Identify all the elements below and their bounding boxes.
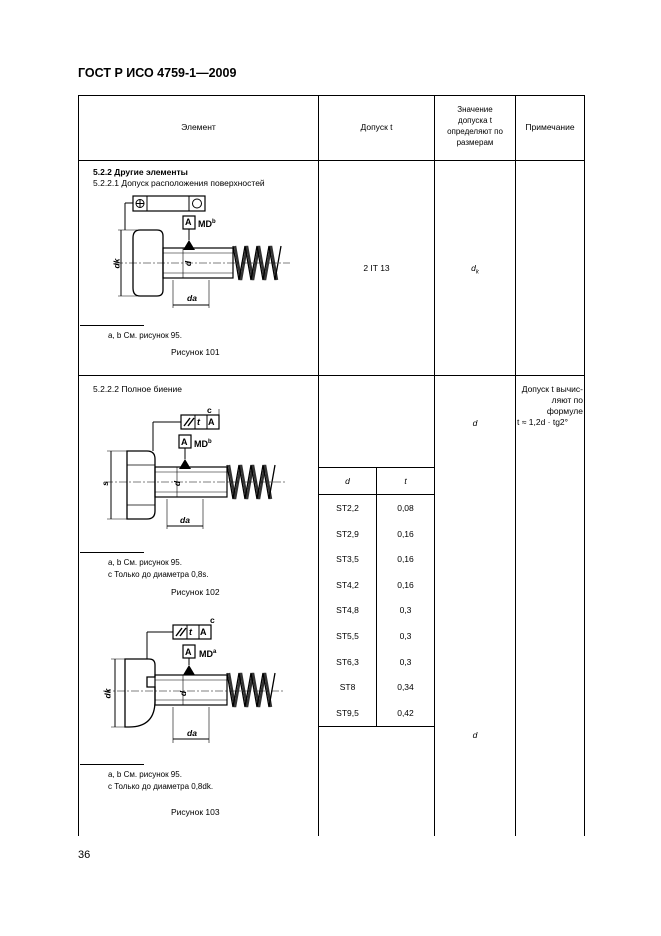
fig102-dim-da: da bbox=[180, 515, 190, 525]
fig102-md-label: MD bbox=[194, 439, 208, 449]
fig103-dim-da: da bbox=[187, 728, 197, 738]
note-line-2: ляют по формуле bbox=[546, 395, 583, 416]
size-cell-t: 0,3 bbox=[399, 605, 412, 616]
fig102-md: MDb bbox=[194, 437, 212, 450]
fig103-datum: A bbox=[185, 647, 192, 657]
col-header-note: Примечание bbox=[525, 122, 575, 132]
table-row-divider bbox=[78, 375, 585, 376]
col-header-value-line3: определяют по bbox=[447, 127, 503, 136]
page-header: ГОСТ Р ИСО 4759-1—2009 bbox=[78, 66, 237, 80]
size-cell-d: ST2,2 bbox=[336, 503, 359, 513]
fig103-md: MDa bbox=[199, 647, 216, 660]
col-header-value-line2: допуска t bbox=[458, 116, 492, 125]
figure-102-drawing bbox=[105, 409, 285, 529]
fig102-caption: Рисунок 102 bbox=[171, 587, 220, 597]
size-cell-t: 0,16 bbox=[397, 554, 414, 565]
subtable-header-d: d bbox=[345, 476, 350, 486]
fig101-md-sup: b bbox=[212, 219, 216, 225]
fig101-caption: Рисунок 101 bbox=[171, 347, 220, 357]
footnote-rule-3 bbox=[80, 764, 144, 765]
note-line-1: Допуск t вычис- bbox=[521, 384, 583, 394]
figure-103-drawing bbox=[103, 624, 285, 743]
size-cell-d: ST4,2 bbox=[336, 579, 359, 590]
value-symbol-d: d bbox=[471, 263, 476, 273]
size-cell-t: 0,16 bbox=[397, 528, 414, 539]
fig102-footnote-1: a, b См. рисунок 95. bbox=[108, 558, 182, 567]
fig102-md-sup: b bbox=[208, 439, 212, 445]
fig101-footnote: a, b См. рисунок 95. bbox=[108, 331, 182, 340]
size-cell-d: ST2,9 bbox=[336, 528, 359, 539]
subtable-header-t: t bbox=[404, 476, 407, 486]
size-cell-t: 0,3 bbox=[399, 656, 412, 667]
tolerance-value-row1: 2 IT 13 bbox=[363, 263, 390, 273]
fig102-frame-a: A bbox=[208, 417, 215, 427]
size-cell-d: ST8 bbox=[339, 682, 356, 693]
size-cell-d: ST6,3 bbox=[336, 656, 359, 667]
subtable-col-divider bbox=[376, 467, 377, 726]
fig102-dim-d: d bbox=[172, 480, 183, 487]
value-symbol-sub: k bbox=[475, 269, 479, 276]
fig103-frame-a: A bbox=[200, 627, 207, 637]
fig102-frame-t: t bbox=[197, 417, 200, 427]
value-symbol-row2-bottom: d bbox=[472, 730, 478, 740]
value-symbol-row1: dk bbox=[435, 263, 515, 279]
size-cell-d: ST9,5 bbox=[336, 707, 359, 718]
fig101-dim-da: da bbox=[187, 293, 197, 303]
table-header-divider bbox=[78, 160, 585, 161]
figure-101-drawing bbox=[115, 195, 290, 308]
fig101-dim-dk: dk bbox=[111, 258, 122, 269]
col-header-value-line4: размерам bbox=[456, 138, 494, 147]
fig103-footnote-1: a, b См. рисунок 95. bbox=[108, 770, 182, 779]
table-border-left bbox=[78, 95, 79, 836]
size-cell-t: 0,34 bbox=[397, 682, 414, 693]
fig103-dim-dk: dk bbox=[102, 688, 113, 699]
size-cell-d: ST3,5 bbox=[336, 554, 359, 565]
col-header-tolerance: Допуск t bbox=[360, 122, 393, 132]
size-cell-d: ST5,5 bbox=[336, 631, 359, 641]
fig102-datum: A bbox=[181, 437, 188, 447]
note-formula: Допуск t вычис- ляют по формуле t ≈ 1,2d… bbox=[517, 384, 583, 428]
subsection-title-2: 5.2.2.2 Полное биение bbox=[93, 384, 182, 394]
note-line-3: t ≈ 1,2d · tg2° bbox=[517, 417, 569, 427]
fig101-md-label: MD bbox=[198, 219, 212, 229]
table-col-divider-1 bbox=[318, 95, 319, 836]
size-cell-d: ST4,8 bbox=[336, 605, 359, 616]
col-header-element: Элемент bbox=[181, 122, 216, 132]
size-cell-t: 0,16 bbox=[397, 579, 414, 590]
fig103-c-label: c bbox=[210, 615, 215, 625]
col-header-value: Значение допуска t определяют по размера… bbox=[435, 104, 515, 148]
page-number: 36 bbox=[78, 849, 91, 861]
fig103-caption: Рисунок 103 bbox=[171, 807, 220, 817]
section-title: 5.2.2 Другие элементы bbox=[93, 167, 188, 177]
fig103-md-label: MD bbox=[199, 649, 213, 659]
footnote-rule-2 bbox=[80, 552, 144, 553]
col-header-value-line1: Значение bbox=[457, 105, 493, 114]
fig101-dim-d: d bbox=[183, 260, 194, 267]
fig103-footnote-2: c Только до диаметра 0,8dk. bbox=[108, 782, 214, 791]
table-col-divider-3 bbox=[515, 95, 516, 836]
fig103-frame-t: t bbox=[189, 627, 192, 637]
table-col-divider-2 bbox=[434, 95, 435, 836]
fig102-footnote-2: c Только до диаметра 0,8s. bbox=[108, 570, 209, 579]
fig103-dim-d: d bbox=[178, 690, 189, 697]
table-border-top bbox=[78, 95, 585, 96]
table-border-right bbox=[584, 95, 585, 836]
fig101-datum: A bbox=[185, 217, 192, 227]
fig102-dim-s: s bbox=[99, 481, 110, 486]
fig103-md-sup: a bbox=[213, 649, 217, 655]
subtable-bottom bbox=[318, 726, 434, 727]
subsection-title-1: 5.2.2.1 Допуск расположения поверхностей bbox=[93, 178, 265, 188]
footnote-rule-1 bbox=[80, 325, 144, 326]
size-cell-t: 0,08 bbox=[397, 503, 414, 513]
size-cell-t: 0,3 bbox=[399, 631, 412, 641]
fig102-c-label: c bbox=[207, 405, 212, 415]
fig101-md: MDb bbox=[198, 217, 216, 230]
value-symbol-row2-top: d bbox=[472, 418, 478, 428]
size-cell-t: 0,42 bbox=[397, 707, 414, 718]
